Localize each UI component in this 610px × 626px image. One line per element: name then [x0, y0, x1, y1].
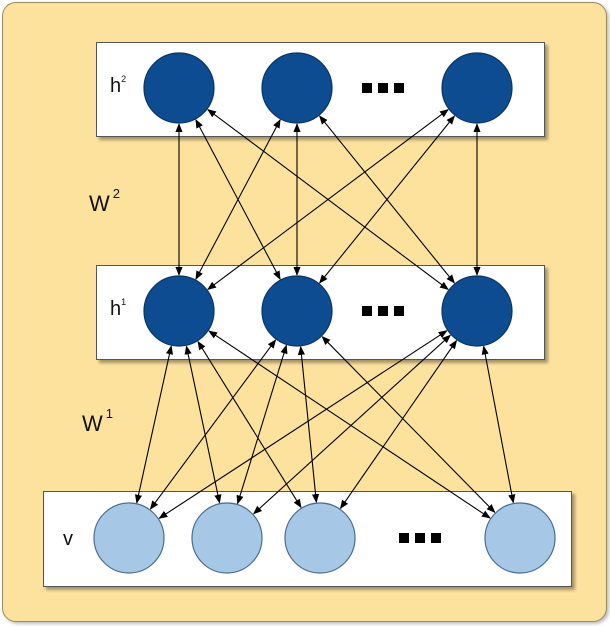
unit-h2-2 — [441, 52, 513, 124]
unit-h2-1 — [261, 52, 333, 124]
layer-label-v: v — [63, 528, 73, 550]
edge-h1-v-1-1 — [236, 344, 288, 505]
unit-v-2 — [284, 502, 356, 574]
edge-h1-v-2-0 — [158, 330, 448, 519]
edge-group — [134, 109, 516, 519]
ellipsis-dot-h1-1 — [378, 306, 388, 316]
edge-h1-v-0-1 — [184, 345, 222, 504]
ellipsis-dot-h2-0 — [362, 83, 372, 93]
layer-label-h2: h2 — [110, 74, 127, 97]
ellipsis-dot-h1-0 — [362, 306, 372, 316]
unit-h2-0 — [143, 52, 215, 124]
layer-label-h1: h1 — [110, 297, 127, 320]
unit-h1-2 — [441, 275, 513, 347]
unit-h1-1 — [261, 275, 333, 347]
ellipsis-group — [362, 83, 441, 543]
unit-h1-0 — [143, 275, 215, 347]
edge-h1-v-2-1 — [252, 334, 452, 515]
unit-v-3 — [484, 502, 556, 574]
node-group — [93, 52, 556, 574]
edge-h1-v-2-2 — [339, 339, 458, 510]
ellipsis-dot-v-0 — [399, 533, 409, 543]
ellipsis-dot-v-1 — [415, 533, 425, 543]
ellipsis-dot-h2-2 — [394, 83, 404, 93]
unit-v-1 — [191, 502, 263, 574]
ellipsis-dot-v-2 — [431, 533, 441, 543]
edge-h1-v-1-3 — [321, 336, 496, 513]
edge-h1-v-0-0 — [134, 345, 174, 504]
ellipsis-dot-h2-1 — [378, 83, 388, 93]
ellipsis-dot-h1-2 — [394, 306, 404, 316]
edge-h2-h1-2-1 — [319, 115, 455, 284]
unit-v-0 — [93, 502, 165, 574]
edge-h1-v-2-3 — [481, 345, 516, 504]
edge-h1-v-0-3 — [208, 330, 491, 519]
